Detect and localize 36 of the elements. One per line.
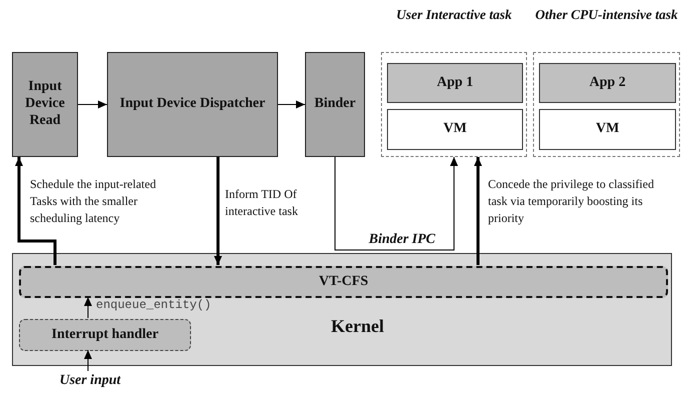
input-label: User input bbox=[59, 372, 121, 390]
arrow bbox=[78, 100, 108, 108]
arrow bbox=[84, 350, 92, 372]
box-label: Kernel bbox=[331, 316, 384, 338]
box-label: Input Device Dispatcher bbox=[120, 96, 266, 113]
box-label: VT-CFS bbox=[318, 274, 368, 290]
box-label: App 2 bbox=[589, 74, 626, 92]
box-label: Input Device Read bbox=[24, 79, 66, 130]
handler-box bbox=[19, 319, 191, 351]
arrow bbox=[334, 156, 458, 250]
arrow bbox=[474, 157, 482, 265]
box-label: VM bbox=[596, 121, 620, 138]
kernel-box bbox=[12, 253, 672, 366]
edge-label: Concede the privilege to classified task via temporarily boosting its priority bbox=[488, 176, 655, 226]
edge-label: Binder IPC bbox=[368, 231, 436, 249]
process-box bbox=[12, 52, 78, 157]
arrow bbox=[15, 157, 56, 265]
arrow bbox=[278, 100, 306, 108]
process-box bbox=[305, 52, 365, 157]
group-heading: Other CPU-intensive task bbox=[534, 7, 679, 24]
edge-label: Inform TID Of interactive task bbox=[225, 186, 299, 220]
box-label: Binder bbox=[314, 96, 356, 113]
arrow bbox=[214, 157, 222, 265]
box-label: Interrupt handler bbox=[52, 326, 158, 344]
app-box bbox=[539, 63, 676, 103]
box-label: VM bbox=[443, 121, 467, 138]
process-box bbox=[107, 52, 278, 157]
box-label: App 1 bbox=[436, 74, 474, 92]
function-call-label: enqueue_entity() bbox=[96, 297, 212, 314]
group-heading: User Interactive task bbox=[395, 7, 513, 24]
scheduler-box bbox=[19, 266, 668, 298]
edge-label: Schedule the input-related Tasks with the smaller scheduling latency bbox=[30, 176, 157, 226]
arrow bbox=[84, 296, 92, 318]
app-box bbox=[387, 63, 523, 103]
vm-box bbox=[387, 109, 523, 150]
vm-box bbox=[539, 109, 676, 150]
